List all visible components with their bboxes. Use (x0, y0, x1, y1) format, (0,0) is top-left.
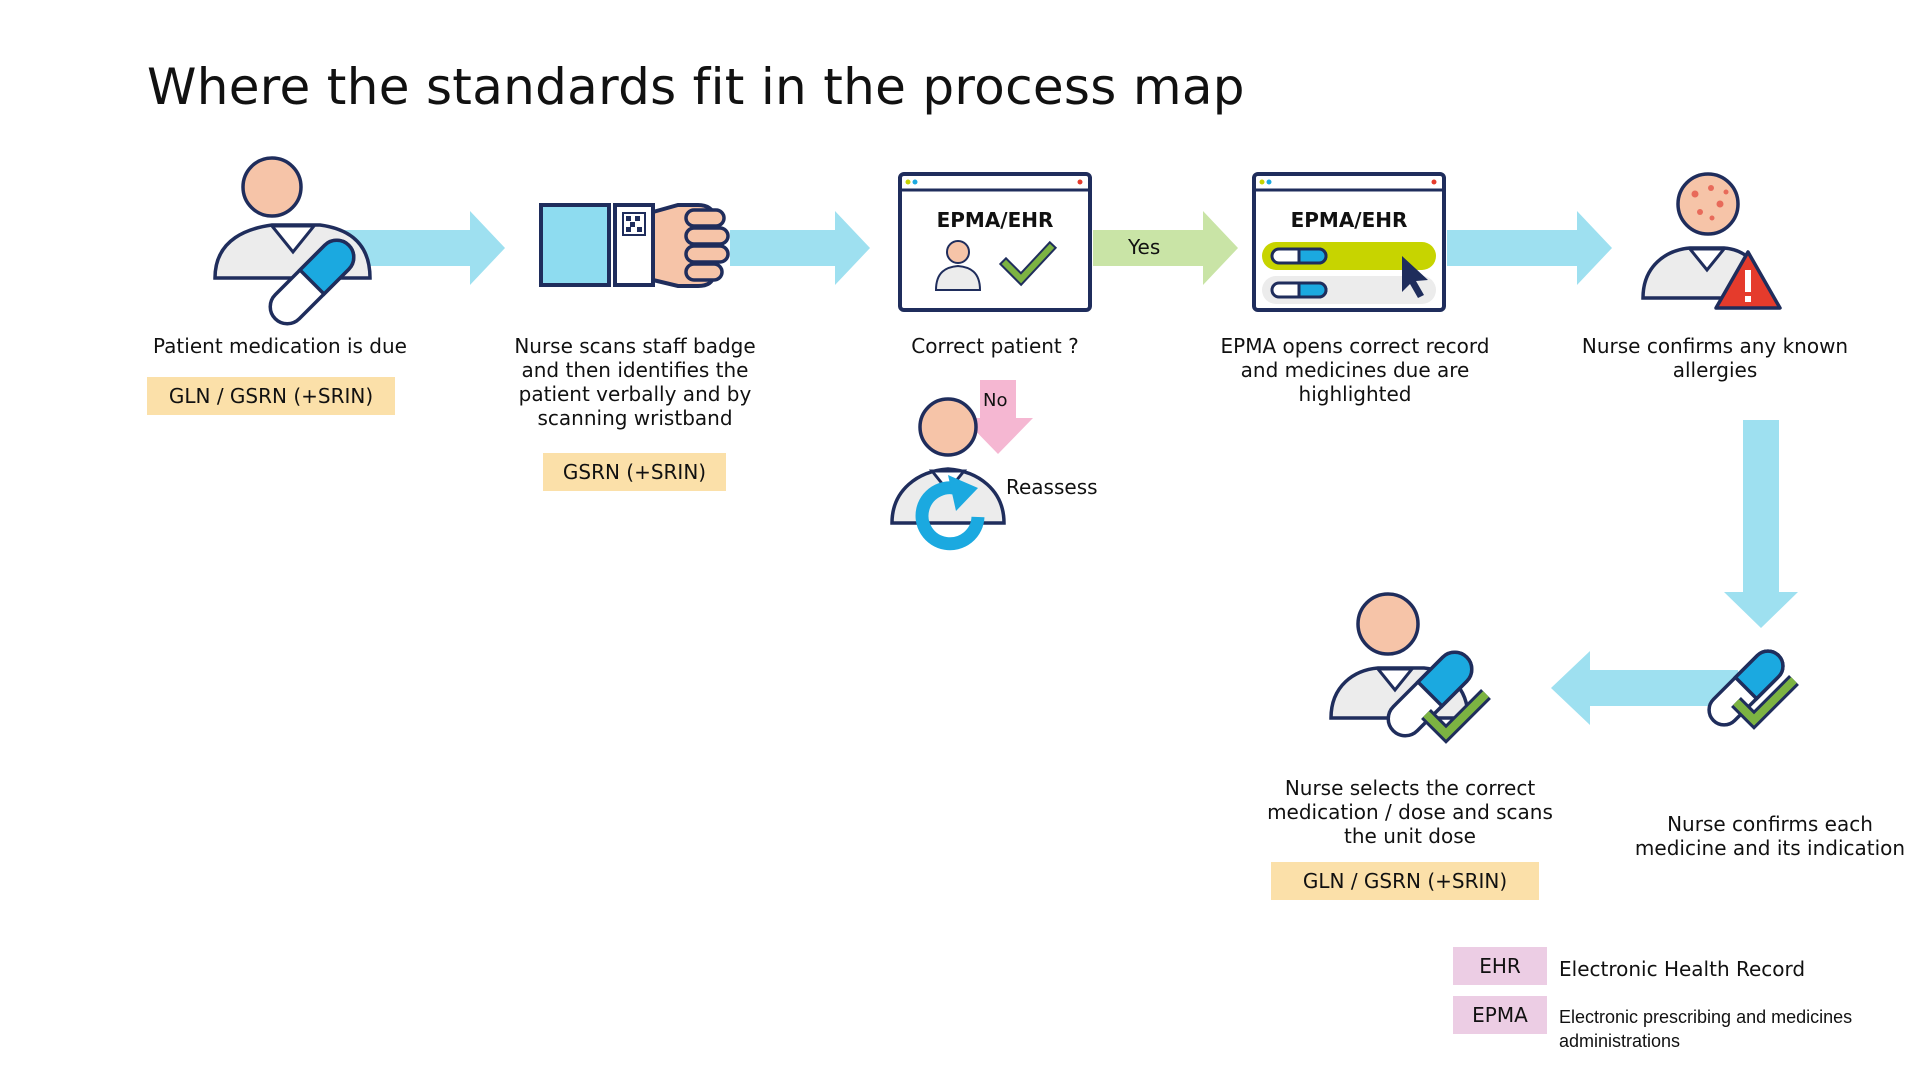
step4-label: EPMA opens correct record and medicines … (1220, 334, 1490, 406)
step7-label: Nurse selects the correct medication / d… (1267, 776, 1553, 848)
epma-screen-patient-check: EPMA/EHR (898, 172, 1092, 312)
nurse-allergy-alert-icon (1641, 172, 1782, 310)
patient-with-capsule-icon (213, 156, 372, 326)
yes-label: Yes (1128, 235, 1161, 259)
step2-label: Nurse scans staff badge and then identif… (514, 334, 756, 430)
step2-standards-tag: GSRN (+SRIN) (543, 453, 726, 491)
badge-wristband-scan-icon (539, 203, 730, 288)
window-frame-icon (898, 172, 1092, 312)
capsule-check-icon (1707, 649, 1799, 730)
screen-title: EPMA/EHR (936, 208, 1054, 232)
step6-label: Nurse confirms each medicine and its ind… (1634, 812, 1906, 860)
legend-text-epma: Electronic prescribing and medicines adm… (1559, 1007, 1853, 1051)
legend-abbr-ehr: EHR (1453, 947, 1547, 985)
reassess-label: Reassess (1006, 475, 1098, 499)
step7-standards-tag: GLN / GSRN (+SRIN) (1271, 862, 1539, 900)
window-frame-icon (1252, 172, 1446, 312)
step5-label: Nurse confirms any known allergies (1581, 334, 1849, 382)
reassess-nurse-icon (890, 397, 1006, 551)
screen-title: EPMA/EHR (1290, 208, 1408, 232)
epma-screen-record-open: EPMA/EHR (1252, 172, 1446, 312)
nurse-capsule-check-icon (1329, 592, 1491, 744)
legend-text-ehr: Electronic Health Record (1559, 957, 1806, 981)
legend-abbr-epma: EPMA (1453, 996, 1547, 1034)
no-label: No (983, 390, 1008, 411)
step1-label: Patient medication is due (153, 334, 407, 358)
step3-label: Correct patient ? (911, 334, 1079, 358)
page-title: Where the standards fit in the process m… (147, 58, 1245, 116)
step1-standards-tag: GLN / GSRN (+SRIN) (147, 377, 395, 415)
